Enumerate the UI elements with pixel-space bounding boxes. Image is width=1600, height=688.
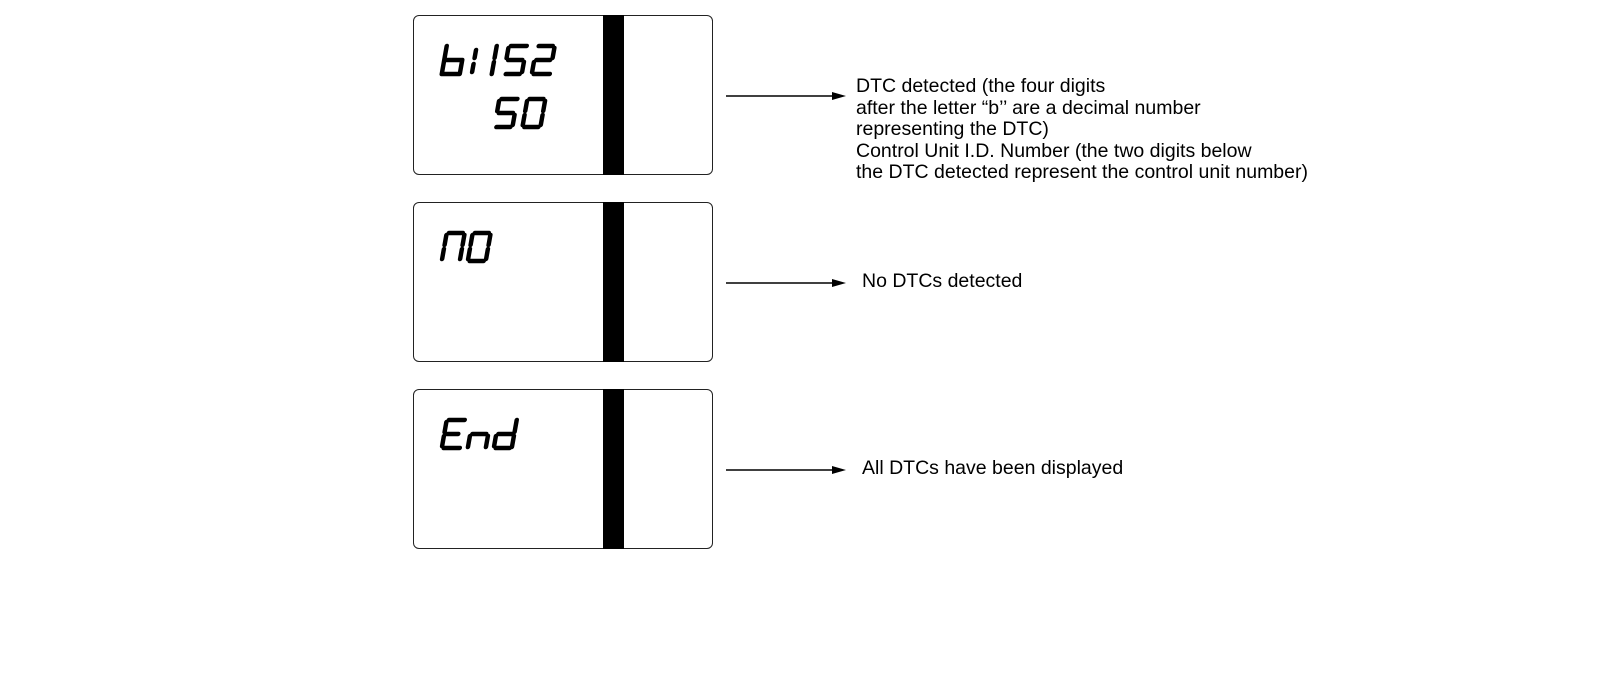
description-dtc-detected: DTC detected (the four digits after the … (856, 75, 1308, 184)
digit-d (491, 417, 519, 451)
description-line: DTC detected (the four digits (856, 75, 1106, 97)
description-line: representing the DTC) (856, 118, 1049, 140)
digit-E (439, 417, 467, 451)
digit-5-id (494, 96, 520, 130)
digit-n-lower (465, 431, 491, 450)
digit-n (439, 230, 467, 262)
description-no-dtc: No DTCs detected (862, 270, 1023, 293)
arrow-right (726, 279, 846, 287)
description-line: All DTCs have been displayed (862, 457, 1124, 479)
digit-b (439, 43, 465, 77)
display-divider-bar (603, 15, 624, 175)
display-divider-bar (603, 202, 624, 362)
description-line: after the letter “b’’ are a decimal numb… (856, 96, 1201, 119)
lcd-display-end (413, 389, 713, 549)
lcd-display-no-dtc (413, 202, 713, 362)
digit-2 (529, 43, 557, 77)
arrow-right (726, 466, 846, 474)
description-line: Control Unit I.D. Number (the two digits… (856, 139, 1252, 162)
description-line: No DTCs detected (862, 270, 1023, 292)
display-divider-bar (603, 389, 624, 549)
digit-1a (469, 47, 479, 75)
digit-1b (489, 43, 499, 77)
arrow-right (726, 92, 846, 100)
digit-5 (503, 43, 529, 77)
digit-0-id (520, 96, 548, 130)
seven-segment-readout (439, 230, 493, 264)
description-line: the DTC detected represent the control u… (856, 161, 1308, 183)
lcd-display-dtc-detected (413, 15, 713, 175)
digit-o (465, 230, 493, 264)
seven-segment-readout (439, 417, 519, 451)
seven-segment-readout (439, 43, 557, 130)
description-all-displayed: All DTCs have been displayed (862, 457, 1124, 480)
